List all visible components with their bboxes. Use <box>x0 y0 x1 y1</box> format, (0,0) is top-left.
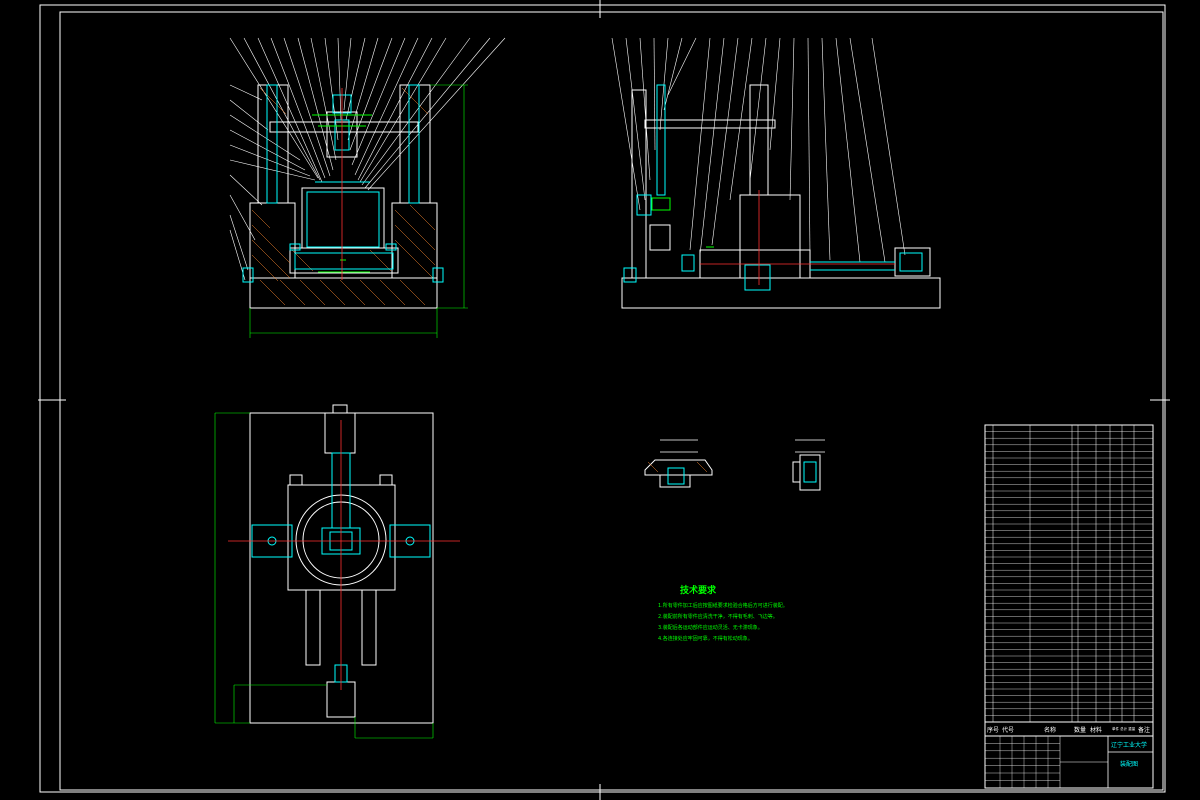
side-green-part <box>651 197 671 211</box>
header-name: 名称 <box>1044 726 1056 734</box>
left-guide-rod <box>266 84 278 204</box>
side-leader-lines <box>611 37 906 263</box>
top-centerlines <box>228 420 460 690</box>
table-foot-right <box>385 243 397 251</box>
side-arm <box>644 119 776 129</box>
right-guide-rod <box>408 84 420 204</box>
section-detail-1 <box>644 439 713 488</box>
header-remark: 备注 <box>1138 726 1150 734</box>
top-right-rail <box>361 589 377 666</box>
school-name: 辽宁工业大学 <box>1111 741 1147 749</box>
header-weight: 单件 总计 重量 <box>1112 726 1136 731</box>
header-material: 材料 <box>1090 726 1102 734</box>
drawing-name: 装配图 <box>1120 760 1138 768</box>
side-clamp <box>636 194 652 216</box>
side-base <box>621 277 941 309</box>
parts-list <box>984 424 1154 723</box>
table-inner <box>294 252 394 270</box>
base-plate <box>249 277 438 309</box>
left-clamp <box>242 267 254 283</box>
front-view <box>229 37 506 338</box>
top-dimensions <box>214 412 434 739</box>
side-view <box>611 37 941 309</box>
worktable <box>289 247 399 274</box>
side-guide <box>656 84 666 196</box>
technical-notes: 技术要求 1.所有零件加工后应按图纸要求检验合格后方可进行装配。 2.装配前所有… <box>658 584 788 642</box>
front-hatching <box>251 87 436 306</box>
header-seq: 序号 <box>987 726 999 734</box>
inner-frame <box>59 11 1164 791</box>
top-tab-2 <box>379 474 393 486</box>
table-foot-left <box>289 243 301 251</box>
notes-line-3: 3.装配后各运动部件应运动灵活、无卡滞现象。 <box>658 624 763 631</box>
top-upper-block <box>324 412 356 454</box>
side-nut <box>744 264 771 291</box>
top-left-rail <box>305 589 321 666</box>
top-center-block <box>287 484 396 591</box>
right-base-block <box>391 202 438 279</box>
notes-title: 技术要求 <box>680 584 717 596</box>
top-upper-cap <box>332 404 348 414</box>
notes-line-4: 4.各连接处应牢固可靠，不得有松动现象。 <box>658 635 753 642</box>
section-detail-2 <box>792 439 825 491</box>
notes-line-1: 1.所有零件加工后应按图纸要求检验合格后方可进行装配。 <box>658 602 788 609</box>
workpiece-box <box>301 187 385 249</box>
front-leader-lines <box>229 37 506 281</box>
right-column <box>399 84 431 204</box>
workpiece-inner <box>306 191 380 248</box>
side-small-box <box>649 224 671 251</box>
side-bearing <box>681 254 695 272</box>
left-column <box>257 84 289 204</box>
header-qty: 数量 <box>1074 726 1086 734</box>
top-tab-1 <box>289 474 303 486</box>
notes-line-2: 2.装配前所有零件应清洗干净，不得有毛刺、飞边等。 <box>658 613 778 620</box>
right-clamp <box>432 267 444 283</box>
header-code: 代号 <box>1002 726 1014 734</box>
side-left-bolt <box>623 267 637 283</box>
top-view <box>214 404 460 739</box>
left-base-block <box>249 202 296 279</box>
top-crossbeam <box>269 121 419 133</box>
title-block: 序号 代号 名称 数量 材料 单件 总计 重量 备注 辽宁工业大学 装配图 <box>984 721 1154 789</box>
outer-frame <box>39 4 1166 793</box>
side-motor-inner <box>899 252 923 272</box>
top-base-outline <box>249 412 434 724</box>
side-left-post <box>631 89 647 279</box>
